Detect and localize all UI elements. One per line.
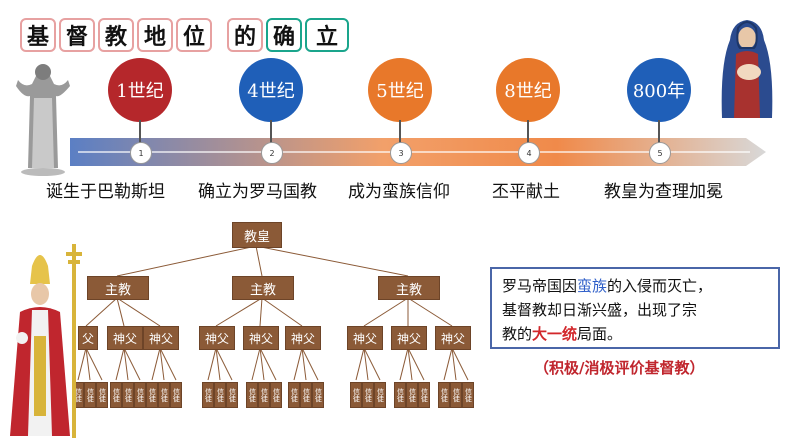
believer-box: 信徒 (438, 382, 450, 408)
believer-box: 信徒 (226, 382, 238, 408)
priest-box: 神父 (435, 326, 471, 350)
era-node: 4 (518, 142, 540, 164)
title-char: 位 (176, 18, 212, 52)
believer-box: 信徒 (202, 382, 214, 408)
believer-box: 信徒 (84, 382, 96, 408)
era-circle: 4世纪 (239, 58, 303, 122)
believer-box: 信徒 (246, 382, 258, 408)
era-circle: 5世纪 (368, 58, 432, 122)
believer-box: 信徒 (374, 382, 386, 408)
note-highlight-unity: 大一统 (532, 325, 578, 343)
era-node: 3 (390, 142, 412, 164)
madonna-figure-icon (721, 20, 773, 118)
believer-box: 信徒 (462, 382, 474, 408)
believer-box: 信徒 (312, 382, 324, 408)
note-text: 的入侵而灭亡， (607, 277, 713, 295)
title-char: 立 (305, 18, 349, 52)
believer-box: 信徒 (110, 382, 122, 408)
jesus-figure-icon (16, 64, 70, 176)
believer-box: 信徒 (146, 382, 158, 408)
era-stem (527, 120, 529, 146)
believer-box: 信徒 (258, 382, 270, 408)
believer-box: 信徒 (300, 382, 312, 408)
pope-box: 教皇 (232, 222, 282, 248)
era-node: 1 (130, 142, 152, 164)
title-char: 督 (59, 18, 95, 52)
believer-box: 信徒 (350, 382, 362, 408)
believer-box: 信徒 (96, 382, 108, 408)
believer-box: 信徒 (288, 382, 300, 408)
title-char: 基 (20, 18, 56, 52)
title-char: 教 (98, 18, 134, 52)
believer-box: 信徒 (418, 382, 430, 408)
era-stem (399, 120, 401, 146)
priest-box: 神父 (199, 326, 235, 350)
believer-box: 信徒 (362, 382, 374, 408)
era-circle: 8世纪 (496, 58, 560, 122)
bishop-box: 主教 (87, 276, 149, 300)
era-stem (658, 120, 660, 146)
priest-box: 神父 (391, 326, 427, 350)
era-event: 教皇为查理加冕 (604, 182, 723, 202)
note-line-3: 教的大一统局面。 (502, 322, 768, 346)
bishop-box: 主教 (232, 276, 294, 300)
believer-box: 信徒 (394, 382, 406, 408)
note-line-1: 罗马帝国因蛮族的入侵而灭亡， (502, 274, 768, 298)
era-circle: 1世纪 (108, 58, 172, 122)
evaluation-caption: （积极/消极评价基督教） (534, 359, 705, 377)
title-char: 地 (137, 18, 173, 52)
believer-box: 信徒 (214, 382, 226, 408)
era-stem (270, 120, 272, 146)
believer-box: 信徒 (158, 382, 170, 408)
note-text: 教的 (502, 325, 533, 343)
summary-note: 罗马帝国因蛮族的入侵而灭亡， 基督教却日渐兴盛，出现了宗 教的大一统局面。 (490, 267, 780, 349)
priest-box: 神父 (143, 326, 179, 350)
era-event: 诞生于巴勒斯坦 (46, 182, 165, 202)
priest-box: 神父 (285, 326, 321, 350)
era-event: 丕平献土 (492, 182, 560, 202)
believer-box: 信徒 (270, 382, 282, 408)
priest-box: 神父 (107, 326, 143, 350)
priest-box: 神父 (243, 326, 279, 350)
believer-box: 信徒 (122, 382, 134, 408)
believer-box: 信徒 (450, 382, 462, 408)
era-event: 成为蛮族信仰 (348, 182, 450, 202)
title-char: 确 (266, 18, 302, 52)
priest-box: 父 (78, 326, 98, 350)
era-node: 2 (261, 142, 283, 164)
era-event: 确立为罗马国教 (198, 182, 317, 202)
era-node: 5 (649, 142, 671, 164)
note-highlight-barbarian: 蛮族 (577, 277, 608, 295)
believer-box: 信徒 (406, 382, 418, 408)
title-char: 的 (227, 18, 263, 52)
note-text: 局面。 (577, 325, 623, 343)
era-stem (139, 120, 141, 146)
bishop-box: 主教 (378, 276, 440, 300)
believer-box: 信徒 (134, 382, 146, 408)
era-circle: 800年 (627, 58, 691, 122)
note-line-2: 基督教却日渐兴盛，出现了宗 (502, 301, 698, 319)
priest-box: 神父 (347, 326, 383, 350)
pope-figure-icon (10, 244, 82, 438)
believer-box: 信徒 (170, 382, 182, 408)
timeline-arrow (70, 138, 766, 166)
note-text: 罗马帝国因 (502, 277, 578, 295)
